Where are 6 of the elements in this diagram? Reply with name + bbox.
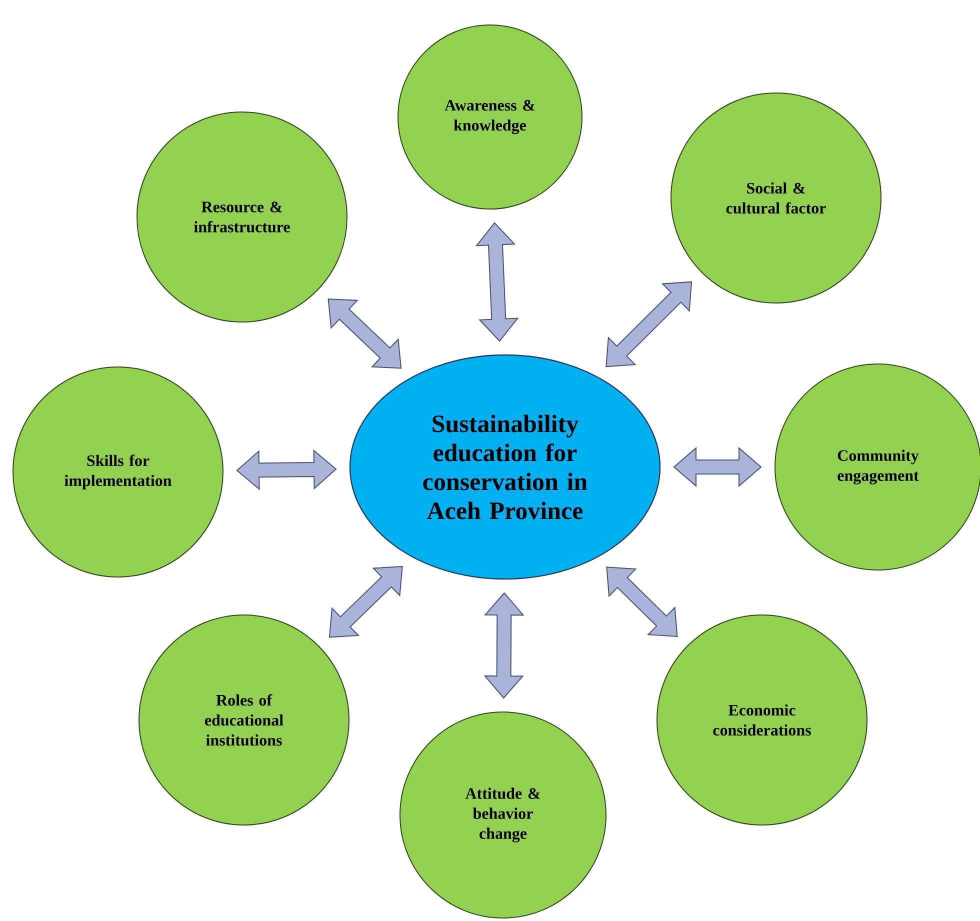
double-arrow	[328, 298, 402, 369]
double-arrow	[606, 281, 692, 368]
double-arrow	[606, 566, 678, 638]
double-arrow	[236, 449, 337, 490]
double-arrow	[475, 222, 519, 342]
double-arrow	[328, 566, 403, 638]
